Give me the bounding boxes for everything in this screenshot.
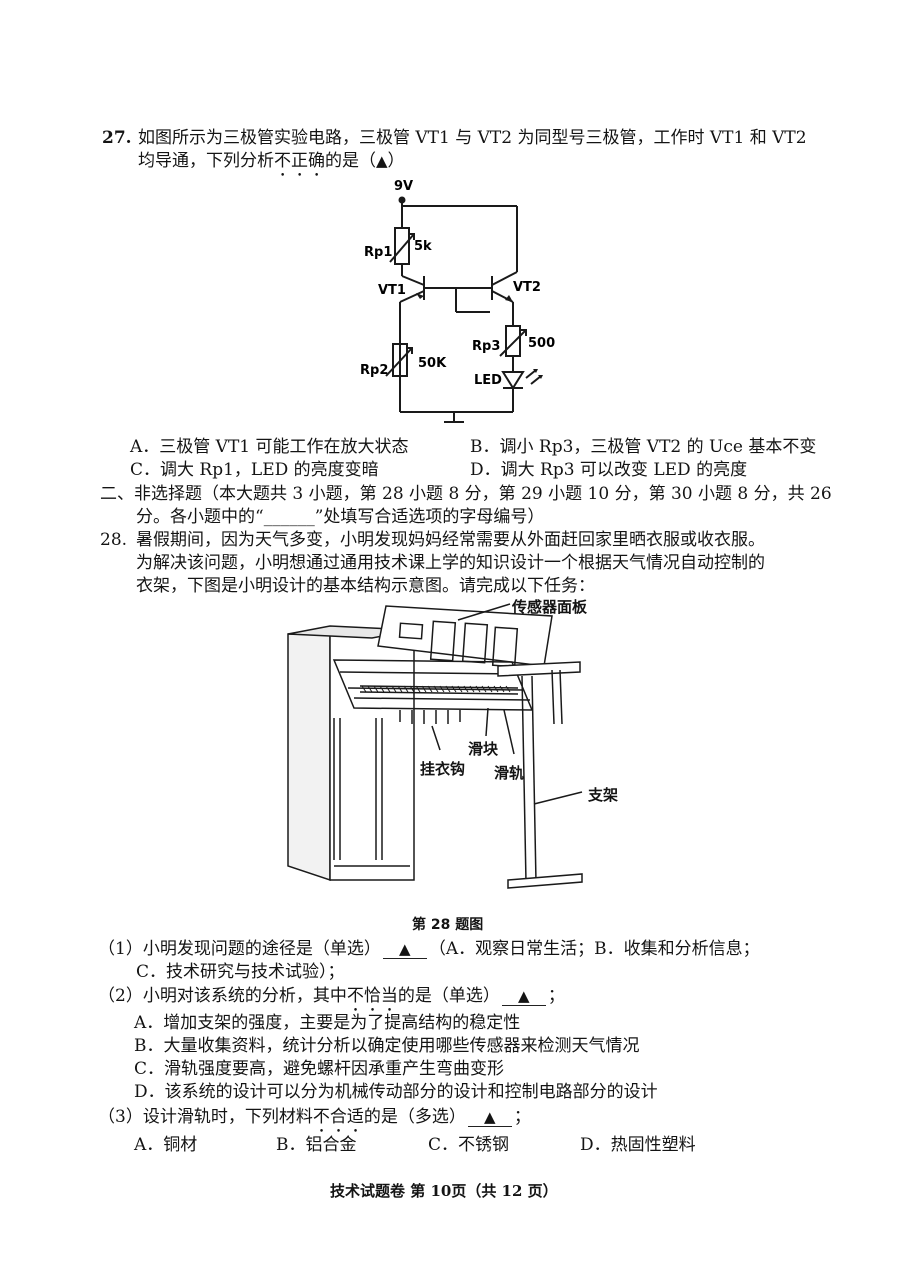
rp3-label: Rp3	[472, 339, 500, 354]
q27-option-c: C．调大 Rp1，LED 的亮度变暗	[130, 460, 379, 480]
figure-label-rail: 滑轨	[494, 764, 525, 782]
sub3-text-2: 的是（多选）	[363, 1107, 466, 1127]
q28-number: 28.	[100, 530, 128, 550]
section2-header-line2: 分。各小题中的“______”处填写合适选项的字母编号）	[136, 506, 544, 528]
q27-option-d: D．调大 Rp3 可以改变 LED 的亮度	[470, 460, 748, 480]
transistor-circuit-diagram: 9V Rp1 5k VT1 VT2 Rp3 500 Rp2 50K LED	[360, 179, 555, 423]
sub2-emphasis: 不恰当	[346, 986, 398, 1006]
rp1-label: Rp1	[364, 245, 392, 260]
clothes-rack-figure	[287, 603, 583, 889]
sub3-option-b: B．铝合金	[276, 1135, 357, 1155]
sub3-option-a: A．铜材	[134, 1135, 198, 1155]
section2-text-2: ”处填写合适选项的字母编号）	[314, 507, 545, 527]
supply-label: 9V	[394, 179, 413, 194]
rp2-value: 50K	[418, 356, 447, 371]
q27-stem-line2: 均导通，下列分析不正确的是（▲）	[138, 150, 405, 181]
answer-triangle-icon: ▲	[376, 152, 388, 170]
q27-stem-line1: 如图所示为三极管实验电路，三极管 VT1 与 VT2 为同型号三极管，工作时 V…	[138, 128, 807, 148]
rp1-value: 5k	[414, 239, 432, 254]
led-label: LED	[474, 373, 502, 388]
sub1-choices: （A．观察日常生活；B．收集和分析信息；	[428, 939, 760, 959]
sub2-option-c: C．滑轨强度要高，避免螺杆因承重产生弯曲变形	[134, 1059, 505, 1079]
figure-label-slider: 滑块	[468, 740, 499, 758]
sub2-text: （2）小明对该系统的分析，其中	[98, 986, 347, 1006]
q28-stem-line2: 为解决该问题，小明想通过通用技术课上学的知识设计一个根据天气情况自动控制的	[136, 553, 765, 573]
sub1-text: （1）小明发现问题的途径是（单选）	[98, 939, 381, 959]
q28-sub1-line1: （1）小明发现问题的途径是（单选） ▲ （A．观察日常生活；B．收集和分析信息；	[98, 938, 760, 960]
page-footer: 技术试题卷 第 10页（共 12 页）	[330, 1182, 558, 1200]
section2-text: 分。各小题中的“	[136, 507, 264, 527]
rp2-label: Rp2	[360, 363, 388, 378]
figure-caption: 第 28 题图	[412, 917, 484, 933]
vt2-label: VT2	[513, 280, 541, 295]
section2-blank: ______	[263, 507, 315, 527]
section2-header-line1: 二、非选择题（本大题共 3 小题，第 28 小题 8 分，第 29 小题 10 …	[100, 484, 832, 504]
rp3-value: 500	[528, 336, 555, 351]
sub1-answer-blank[interactable]: ▲	[382, 940, 427, 959]
sub3-emphasis: 不合适	[312, 1107, 364, 1127]
answer-triangle-icon: ▲	[484, 1108, 496, 1126]
q28-stem-line1: 暑假期间，因为天气多变，小明发现妈妈经常需要从外面赶回家里晒衣服或收衣服。	[136, 530, 765, 550]
sub2-text-2: 的是（单选）	[397, 986, 500, 1006]
q27-option-a: A．三极管 VT1 可能工作在放大状态	[130, 437, 409, 457]
q27-number: 27.	[102, 128, 132, 148]
q27-option-b: B．调小 Rp3，三极管 VT2 的 Uce 基本不变	[470, 437, 817, 457]
q28-sub1-line2: C．技术研究与技术试验）；	[136, 962, 345, 982]
figure-label-hook: 挂衣钩	[420, 760, 466, 778]
q28-sub2-line: （2）小明对该系统的分析，其中不恰当的是（单选） ▲ ；	[98, 985, 565, 1016]
sub2-option-a: A．增加支架的强度，主要是为了提高结构的稳定性	[134, 1013, 521, 1033]
sub2-option-d: D．该系统的设计可以分为机械传动部分的设计和控制电路部分的设计	[134, 1082, 658, 1102]
figure-label-sensor-panel: 传感器面板	[512, 598, 588, 616]
answer-triangle-icon: ▲	[399, 940, 411, 958]
vt1-label: VT1	[378, 283, 406, 298]
q27-emphasis: 不正确	[274, 151, 325, 171]
q27-stem-text-2: 的是（	[325, 151, 376, 171]
figure-label-stand: 支架	[588, 786, 619, 804]
q27-stem-text: 均导通，下列分析	[138, 151, 274, 171]
q28-sub3-line: （3）设计滑轨时，下列材料不合适的是（多选） ▲ ；	[98, 1106, 531, 1137]
sub2-end: ；	[547, 986, 565, 1006]
sub3-end: ；	[513, 1107, 531, 1127]
q27-stem-close: ）	[387, 151, 405, 171]
sub2-option-b: B．大量收集资料，统计分析以确定使用哪些传感器来检测天气情况	[134, 1036, 640, 1056]
q28-stem-line3: 衣架，下图是小明设计的基本结构示意图。请完成以下任务：	[136, 576, 595, 596]
sub2-answer-blank[interactable]: ▲	[501, 987, 546, 1006]
sub3-answer-blank[interactable]: ▲	[467, 1108, 512, 1127]
sub3-option-d: D．热固性塑料	[580, 1135, 696, 1155]
answer-triangle-icon: ▲	[518, 987, 530, 1005]
sub3-text: （3）设计滑轨时，下列材料	[98, 1107, 313, 1127]
sub3-option-c: C．不锈钢	[428, 1135, 510, 1155]
